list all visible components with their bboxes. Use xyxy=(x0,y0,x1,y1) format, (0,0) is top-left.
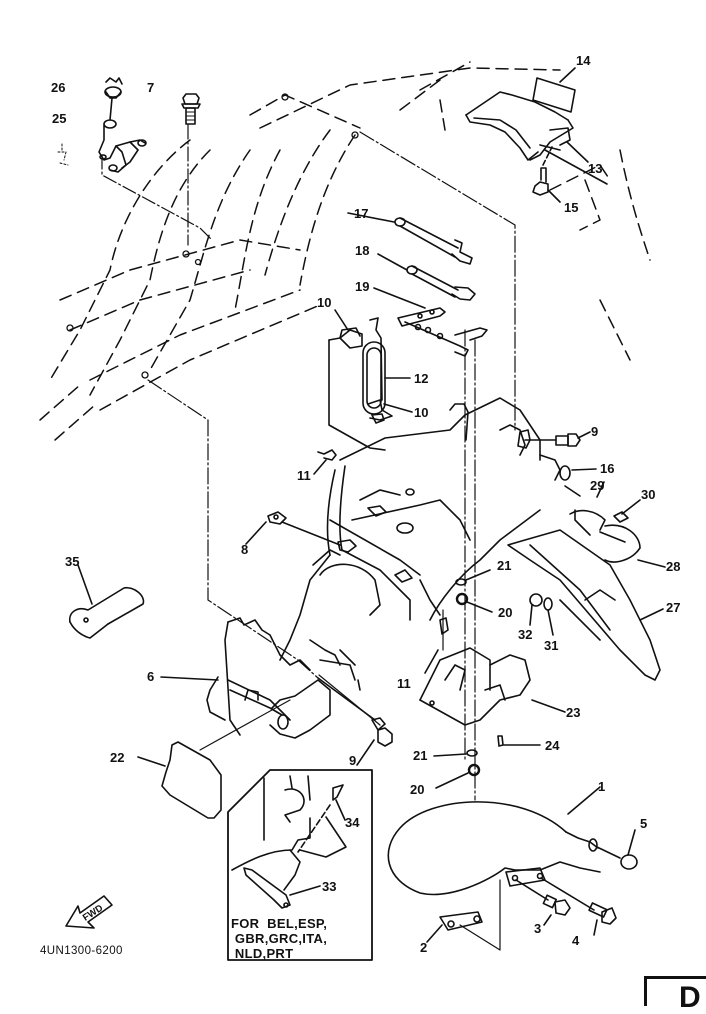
part-27-mudguard xyxy=(508,530,663,680)
part-22-cover xyxy=(138,742,221,818)
part-1-front-fender xyxy=(388,787,620,894)
part-2-plate xyxy=(427,912,482,942)
part-21-20-washers-upper xyxy=(456,570,492,612)
part-6-bracket xyxy=(161,618,360,738)
part-mount-plate xyxy=(506,868,594,910)
part-35-cap xyxy=(70,565,144,638)
callout-7: 7 xyxy=(147,80,155,95)
assembly-lines xyxy=(102,125,515,950)
callout-26: 26 xyxy=(51,80,66,95)
callout-2: 2 xyxy=(420,940,428,955)
part-21-20-washers-lower xyxy=(434,750,479,788)
callout-20-upper: 20 xyxy=(498,605,513,620)
callout-23: 23 xyxy=(566,705,581,720)
part-8-bracket xyxy=(246,512,356,552)
callout-13: 13 xyxy=(588,161,603,176)
callout-25: 25 xyxy=(52,111,67,126)
inset-note-line-3: NLD,PRT xyxy=(231,946,294,961)
callout-27: 27 xyxy=(666,600,681,615)
part-inner-fender-body xyxy=(280,398,580,660)
callout-31: 31 xyxy=(544,638,559,653)
callout-20-lower: 20 xyxy=(410,782,425,797)
part-34-rivet xyxy=(298,785,345,852)
callout-19: 19 xyxy=(355,279,370,294)
part-11-rivet-top xyxy=(314,450,336,474)
callout-11-top: 11 xyxy=(297,468,311,483)
callout-17: 17 xyxy=(354,206,369,221)
inset-box xyxy=(228,770,372,960)
fwd-label: FWD xyxy=(81,903,105,924)
part-13-cover xyxy=(466,92,607,184)
callout-33: 33 xyxy=(322,879,337,894)
frame-mount-holes xyxy=(67,94,358,378)
part-inner-tabs xyxy=(368,414,412,582)
callout-10-top: 10 xyxy=(317,295,332,310)
callout-35: 35 xyxy=(65,554,80,569)
callout-30: 30 xyxy=(641,487,656,502)
callout-8: 8 xyxy=(241,542,249,557)
part-23-bracket xyxy=(420,648,565,725)
drawing-code: 4UN1300-6200 xyxy=(40,945,123,957)
callout-22: 22 xyxy=(110,750,125,765)
callout-9-upper: 9 xyxy=(591,424,599,439)
part-25-bracket xyxy=(58,120,146,172)
part-10-damper-bottom xyxy=(368,400,412,420)
part-30-screw xyxy=(614,500,640,522)
part-33-bracket xyxy=(244,868,320,908)
part-18-strap xyxy=(378,254,475,300)
part-19-bracket xyxy=(374,288,487,356)
part-7-bolt xyxy=(182,94,200,124)
callout-1: 1 xyxy=(598,779,606,794)
frame-phantom xyxy=(40,62,650,440)
part-17-strap xyxy=(348,213,472,264)
callout-32: 32 xyxy=(518,627,533,642)
part-9-bolt-lower xyxy=(318,678,392,765)
page-tab-letter: D xyxy=(679,981,701,1014)
part-battery-panel xyxy=(329,318,385,450)
part-4-bolt xyxy=(589,903,616,935)
part-29-reflector xyxy=(570,482,605,535)
callout-11-bottom: 11 xyxy=(397,676,411,691)
inset-note: FOR BEL,ESP, GBR,GRC,ITA, NLD,PRT xyxy=(231,916,327,961)
callout-21-upper: 21 xyxy=(497,558,512,573)
part-24-screw xyxy=(498,736,540,746)
callout-6: 6 xyxy=(147,669,155,684)
callout-24: 24 xyxy=(545,738,560,753)
fwd-arrow-icon: FWD xyxy=(66,896,112,928)
callout-9-lower: 9 xyxy=(349,753,357,768)
callout-15: 15 xyxy=(564,200,579,215)
part-31-32-nuts xyxy=(530,594,553,635)
part-11-rivet-lower xyxy=(425,618,448,673)
callout-16: 16 xyxy=(600,461,615,476)
part-5-cap xyxy=(621,830,637,869)
callout-12: 12 xyxy=(414,371,429,386)
callout-18: 18 xyxy=(355,243,370,258)
callout-28: 28 xyxy=(666,559,681,574)
callout-21-lower: 21 xyxy=(413,748,428,763)
part-15-screw xyxy=(533,147,560,202)
callout-4: 4 xyxy=(572,933,580,948)
callout-34: 34 xyxy=(345,815,360,830)
callout-29: 29 xyxy=(590,478,605,493)
callout-5: 5 xyxy=(640,816,648,831)
part-9-bolt-upper xyxy=(518,430,590,448)
part-28-reflector-cap xyxy=(600,525,665,567)
callout-10-bottom: 10 xyxy=(414,405,429,420)
part-16-grommet xyxy=(560,466,596,480)
callout-14: 14 xyxy=(576,53,591,68)
part-10-damper-top xyxy=(335,310,362,348)
inset-note-line-1: FOR BEL,ESP, xyxy=(231,916,328,931)
inset-note-line-2: GBR,GRC,ITA, xyxy=(231,931,328,946)
part-14-label xyxy=(533,68,575,112)
page-tab: D xyxy=(644,976,706,1013)
callout-3: 3 xyxy=(534,921,542,936)
part-26-clip xyxy=(105,78,122,120)
part-3-bolt xyxy=(543,895,570,925)
